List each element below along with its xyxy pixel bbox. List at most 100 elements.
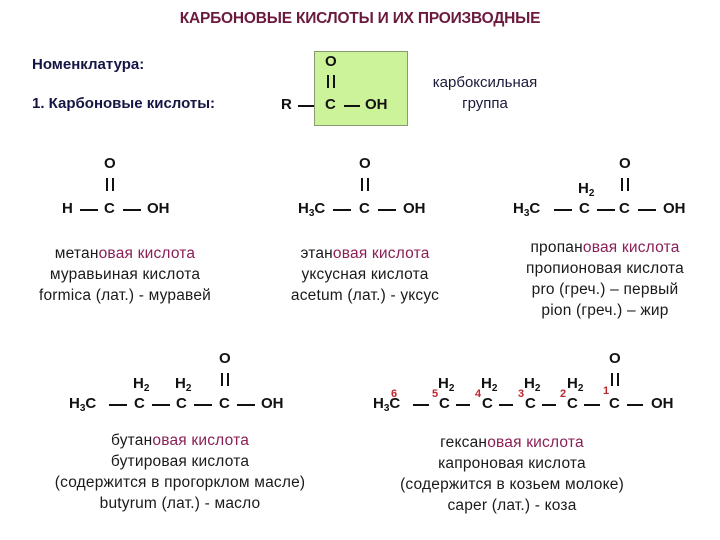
carbon-atom: C xyxy=(219,395,230,412)
single-bond xyxy=(123,209,141,211)
oxygen-atom: O xyxy=(619,155,631,172)
single-bond xyxy=(152,404,170,406)
hydroxyl-group: OH xyxy=(261,395,284,412)
trivial-name: муравьиная кислота xyxy=(49,266,201,283)
carbon-number-2: 2 xyxy=(560,388,567,400)
name-suffix: овая кислота xyxy=(152,432,250,449)
carbon-number-6: 6 xyxy=(391,388,398,400)
carboxyl-label-line1: карбоксильная xyxy=(432,74,538,91)
single-bond xyxy=(298,105,314,107)
single-bond xyxy=(554,209,572,211)
double-bond xyxy=(611,373,619,386)
single-bond xyxy=(627,404,643,406)
carbon-number-3: 3 xyxy=(518,388,525,400)
carbon-atom: C xyxy=(579,200,590,217)
single-bond xyxy=(194,404,212,406)
oxygen-atom: O xyxy=(104,155,116,172)
single-bond xyxy=(597,209,615,211)
iupac-name: этановая кислота xyxy=(240,243,490,264)
methylene-h2: H2 xyxy=(175,375,192,394)
name-root: гексан xyxy=(440,434,488,451)
carbon-atom: C xyxy=(609,395,620,412)
methylene-h2: H2 xyxy=(567,375,584,394)
single-bond xyxy=(413,404,429,406)
occurrence-note: (содержится в прогорклом масле) xyxy=(54,474,306,491)
name-root: метан xyxy=(54,245,99,262)
trivial-name: уксусная кислота xyxy=(301,266,429,283)
name-suffix: овая кислота xyxy=(332,245,430,262)
carbon-number-1: 1 xyxy=(603,385,610,397)
single-bond xyxy=(456,404,470,406)
double-bond xyxy=(361,178,369,191)
carbon-atom: C xyxy=(525,395,536,412)
methyl-group: H3C xyxy=(373,395,401,414)
trivial-name: пропионовая кислота xyxy=(526,260,684,277)
single-bond xyxy=(638,209,656,211)
single-bond xyxy=(499,404,513,406)
name-suffix: овая кислота xyxy=(582,239,680,256)
single-bond xyxy=(344,105,360,107)
methyl-group: H3C xyxy=(298,200,326,219)
occurrence-note: (содержится в козьем молоке) xyxy=(400,476,624,493)
double-bond xyxy=(221,373,229,386)
carboxylic-acids-item: 1. Карбоновые кислоты: xyxy=(32,95,216,112)
carbon-number-5: 5 xyxy=(432,388,439,400)
methylene-h2: H2 xyxy=(524,375,541,394)
single-bond xyxy=(109,404,127,406)
iupac-name: гексановая кислота xyxy=(362,432,662,453)
name-root: пропан xyxy=(530,239,583,256)
iupac-name: бутановая кислота xyxy=(0,430,360,451)
carbon-atom: C xyxy=(176,395,187,412)
single-bond xyxy=(584,404,600,406)
name-root: этан xyxy=(300,245,333,262)
page-title: КАРБОНОВЫЕ КИСЛОТЫ И ИХ ПРОИЗВОДНЫЕ xyxy=(179,10,541,27)
name-suffix: овая кислота xyxy=(98,245,196,262)
carbon-atom: C xyxy=(104,200,115,217)
single-bond xyxy=(378,209,396,211)
hydroxyl-group: OH xyxy=(663,200,686,217)
etymology-1: pro (греч.) – первый xyxy=(531,281,679,298)
etymology-2: pion (греч.) – жир xyxy=(541,302,669,319)
oxygen-atom: O xyxy=(359,155,371,172)
trivial-name: бутировая кислота xyxy=(110,453,250,470)
oxygen-atom: O xyxy=(325,53,337,70)
etymology: caper (лат.) - коза xyxy=(447,497,577,514)
r-group: R xyxy=(281,96,292,113)
etymology: formica (лат.) - муравей xyxy=(38,287,211,304)
iupac-name: метановая кислота xyxy=(0,243,250,264)
carbon-atom: C xyxy=(325,96,336,113)
double-bond xyxy=(621,178,629,191)
hydroxyl-group: OH xyxy=(403,200,426,217)
trivial-name: капроновая кислота xyxy=(438,455,586,472)
single-bond xyxy=(80,209,98,211)
single-bond xyxy=(237,404,255,406)
oxygen-atom: O xyxy=(609,350,621,367)
hydroxyl-group: OH xyxy=(365,96,388,113)
methylene-h2: H2 xyxy=(438,375,455,394)
methylene-h2: H2 xyxy=(578,180,595,199)
single-bond xyxy=(542,404,556,406)
methyl-group: H3C xyxy=(513,200,541,219)
iupac-name: пропановая кислота xyxy=(490,237,720,258)
carbon-atom: C xyxy=(619,200,630,217)
etymology: acetum (лат.) - уксус xyxy=(290,287,440,304)
carboxyl-group-label: карбоксильная группа xyxy=(415,72,555,114)
nomenclature-heading: Номенклатура: xyxy=(32,56,145,73)
methyl-group: H3C xyxy=(69,395,97,414)
names-methanoic-acid: метановая кислота муравьиная кислота for… xyxy=(0,243,250,306)
etymology: butyrum (лат.) - масло xyxy=(99,495,261,512)
name-suffix: овая кислота xyxy=(487,434,584,451)
carbon-atom: C xyxy=(482,395,493,412)
carbon-atom: C xyxy=(567,395,578,412)
oxygen-atom: O xyxy=(219,350,231,367)
hydroxyl-group: OH xyxy=(651,395,674,412)
double-bond xyxy=(106,178,114,191)
hydrogen-atom: H xyxy=(62,200,73,217)
name-root: бутан xyxy=(110,432,153,449)
names-hexanoic-acid: гексановая кислота капроновая кислота (с… xyxy=(362,432,662,516)
carbon-atom: C xyxy=(134,395,145,412)
single-bond xyxy=(333,209,351,211)
double-bond xyxy=(327,75,335,88)
carbon-atom: C xyxy=(439,395,450,412)
methylene-h2: H2 xyxy=(481,375,498,394)
